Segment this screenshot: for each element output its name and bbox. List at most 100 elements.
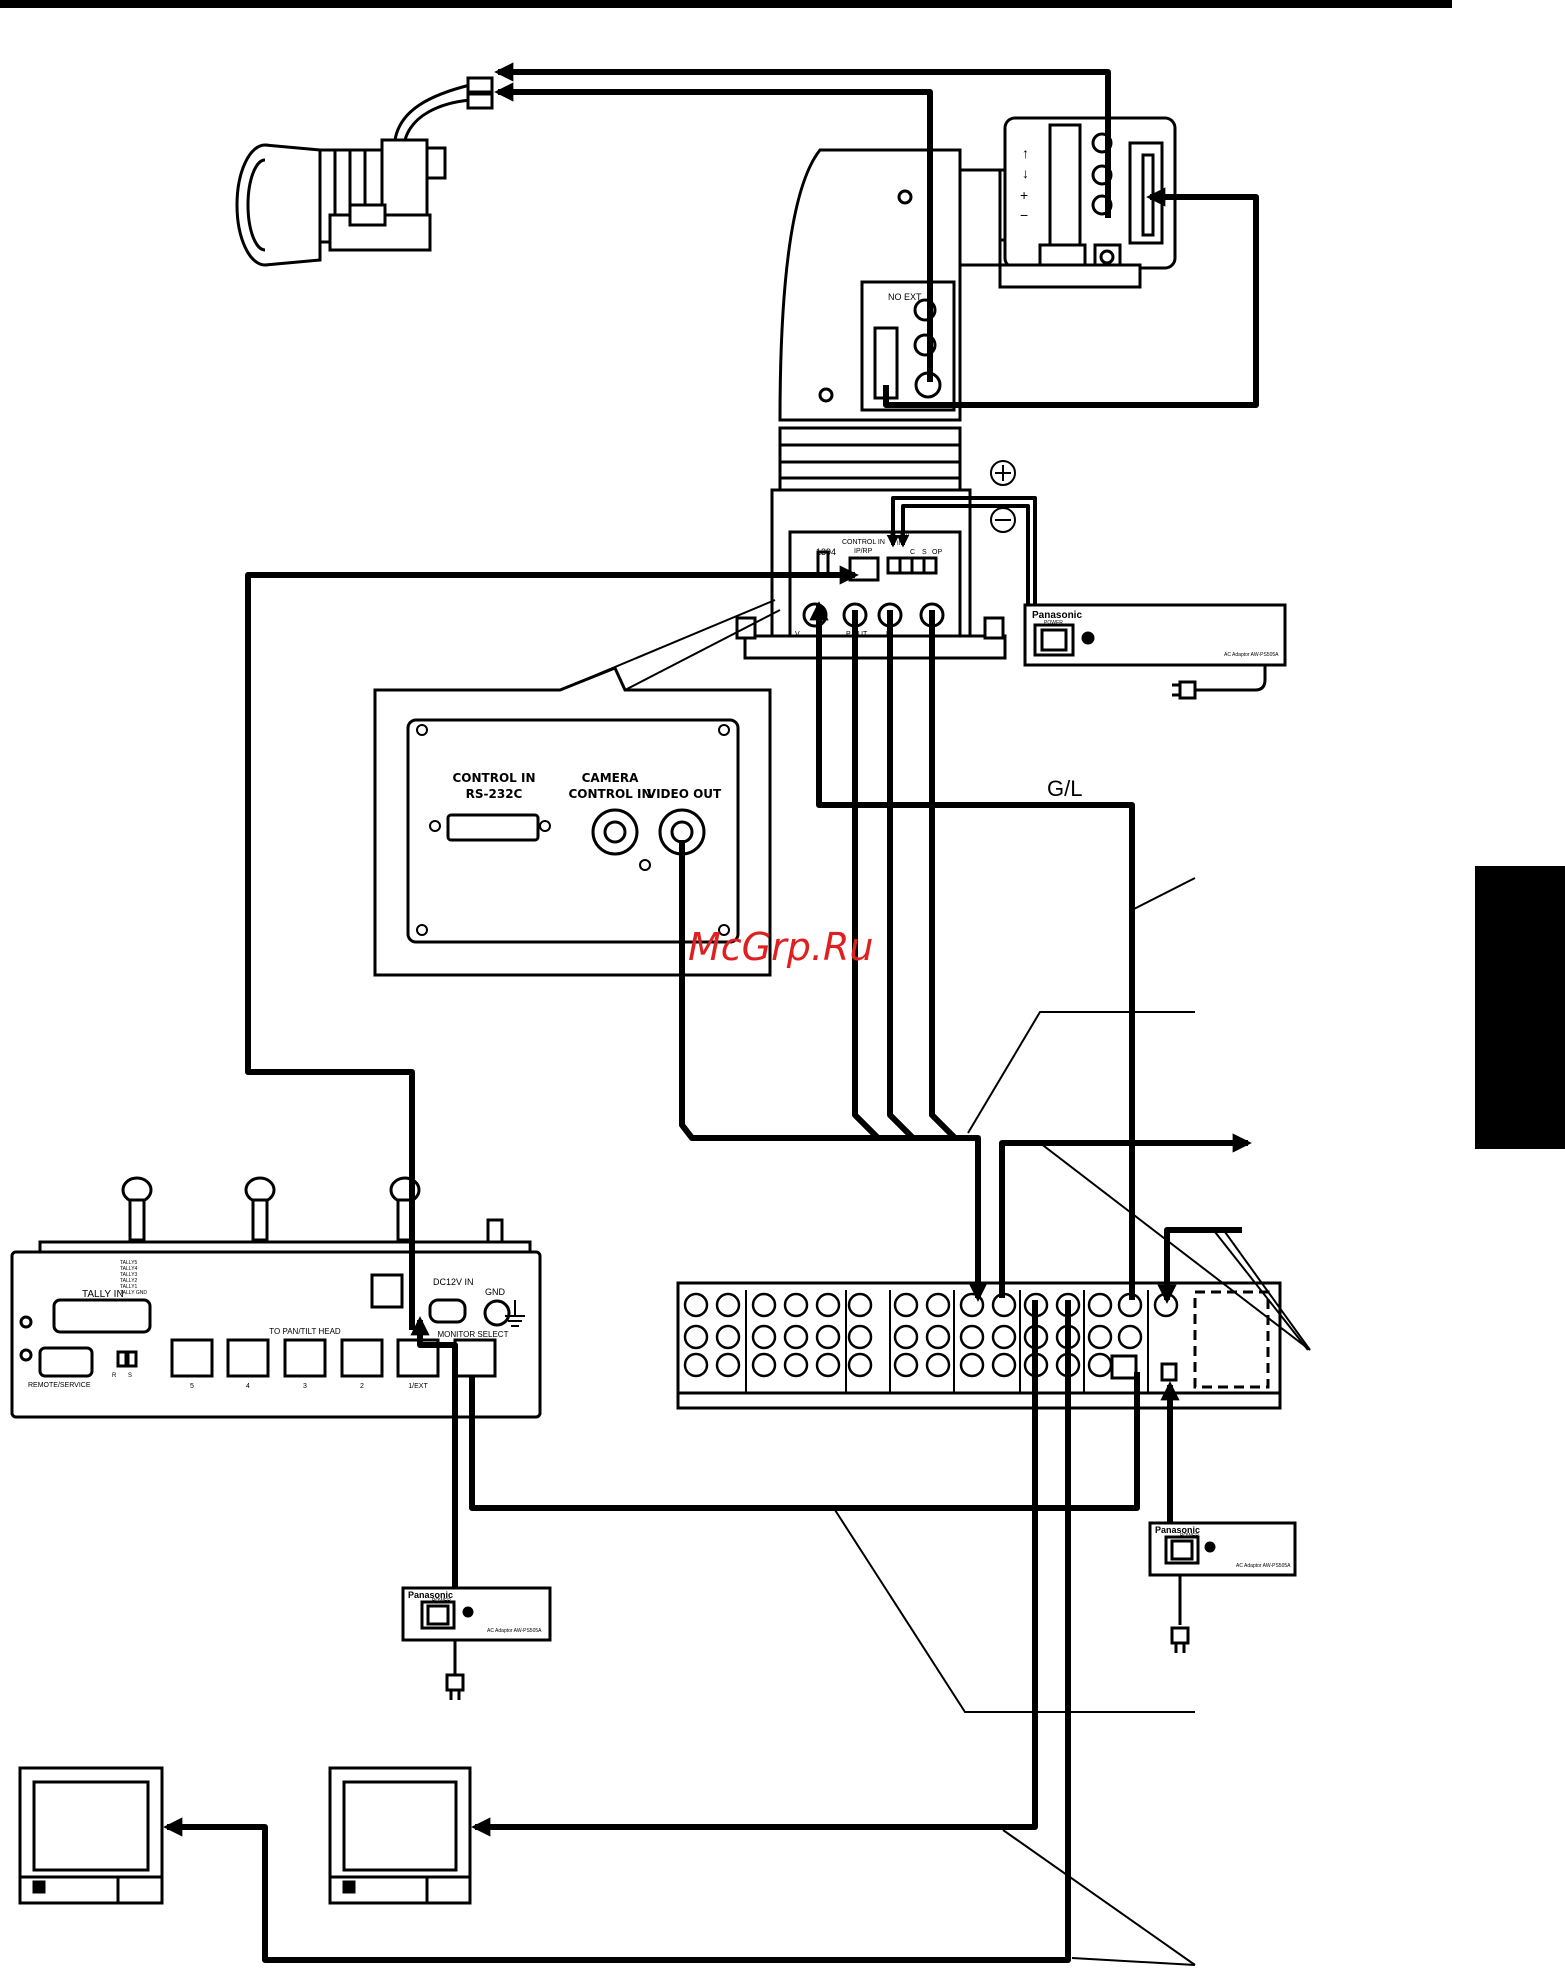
adapter-controller-brand: Panasonic xyxy=(408,1590,453,1600)
plus-symbol-icon xyxy=(990,460,1016,486)
adapter-top-power: POWER xyxy=(1044,620,1063,626)
port-2-label: 2 xyxy=(360,1383,364,1390)
tally-line-4: TALLY2 xyxy=(120,1278,138,1284)
switcher-jack xyxy=(847,1292,873,1318)
cable-dc-minus xyxy=(896,504,1030,605)
gnd-label: GND xyxy=(485,1287,506,1297)
cable-controller-dc xyxy=(410,1316,458,1588)
cable-bnc-2 xyxy=(852,610,881,1141)
remote-service-label: REMOTE/SERVICE xyxy=(28,1382,91,1389)
cable-lens-2 xyxy=(494,82,933,382)
switcher-jack xyxy=(683,1324,709,1350)
ground-symbol-icon xyxy=(505,1300,525,1327)
tally-line-3: TALLY3 xyxy=(120,1272,138,1278)
tally-line-2: TALLY4 xyxy=(120,1266,138,1272)
adapter-switcher-power: POWER xyxy=(1180,1533,1199,1539)
monitor-left xyxy=(18,1766,164,1905)
inset-camera-label: CAMERA xyxy=(582,771,639,785)
cable-monitor-select xyxy=(469,1372,1140,1511)
switcher-jack xyxy=(1087,1324,1113,1350)
inset-camera-control-in-label: CONTROL IN xyxy=(568,787,651,801)
switcher-jack xyxy=(751,1352,777,1378)
screw-icon xyxy=(416,724,730,936)
switcher-jack xyxy=(715,1324,741,1350)
tally-line-5: TALLY1 xyxy=(120,1284,138,1290)
tally-line-6: TALLY GND xyxy=(120,1290,147,1296)
cable-dc-plus xyxy=(886,496,1037,605)
cable-control-in xyxy=(245,565,859,1330)
switcher-jack xyxy=(715,1352,741,1378)
inset-control-in-label: CONTROL IN xyxy=(452,771,535,785)
switcher-jack xyxy=(783,1324,809,1350)
power-plug-icon xyxy=(1170,1626,1190,1653)
cable-switcher-out xyxy=(999,1133,1252,1298)
switcher-jack xyxy=(925,1292,951,1318)
cable-gl xyxy=(809,601,1135,1300)
camera-mark-up: ↑ xyxy=(1022,145,1029,161)
tally-in-label: TALLY IN xyxy=(82,1289,124,1300)
camera-mark-down: ↓ xyxy=(1022,165,1029,181)
switcher-jack xyxy=(715,1292,741,1318)
minus-symbol-icon xyxy=(990,507,1016,533)
switcher-jack xyxy=(815,1292,841,1318)
cable-bnc-3 xyxy=(887,610,916,1141)
switcher-jack xyxy=(815,1324,841,1350)
inset-labels: CONTROL IN RS-232C CAMERA CONTROL IN VID… xyxy=(452,771,722,801)
leader-lines xyxy=(834,877,1311,1966)
switcher-jack xyxy=(925,1324,951,1350)
switcher-jack xyxy=(783,1352,809,1378)
switcher-jack xyxy=(683,1352,709,1378)
switcher-jacks xyxy=(683,1290,1179,1393)
switcher-jack xyxy=(893,1292,919,1318)
cable-label-gl: G/L xyxy=(1047,776,1082,801)
cable-video-out xyxy=(679,840,988,1302)
monitor-select-label: MONITOR SELECT xyxy=(438,1330,509,1339)
switcher-jack xyxy=(991,1324,1017,1350)
cable-monitor-right xyxy=(471,1300,1038,1837)
to-pan-tilt-head-label: TO PAN/TILT HEAD xyxy=(269,1327,341,1336)
ac-adapter-top xyxy=(1023,603,1287,700)
joystick-icon xyxy=(121,1176,421,1242)
adapter-controller-power: POWER xyxy=(432,1598,451,1604)
ac-adapter-switcher xyxy=(1148,1521,1297,1653)
pan-tilt-base xyxy=(735,426,1007,660)
terminal-s-label: S xyxy=(922,549,927,556)
pan-tilt-upper-arm xyxy=(778,148,1002,422)
control-in-bottom-label: IP/RP xyxy=(854,548,873,555)
switcher-jack xyxy=(925,1352,951,1378)
switcher-jack xyxy=(893,1352,919,1378)
dc12v-in-label: DC12V IN xyxy=(433,1277,474,1287)
control-in-top-label: CONTROL IN xyxy=(842,539,885,546)
switcher-jack xyxy=(847,1352,873,1378)
port-1-ext-label: 1/EXT xyxy=(408,1383,428,1390)
adapter-switcher-brand: Panasonic xyxy=(1155,1525,1200,1535)
adapter-switcher-model: AC Adaptor AW-PS505A xyxy=(1236,1563,1291,1569)
terminal-c-label: C xyxy=(910,549,915,556)
controller-labels: TALLY IN TALLY5 TALLY4 TALLY3 TALLY2 TAL… xyxy=(28,1260,509,1390)
switcher-jack xyxy=(815,1352,841,1378)
switcher-jack xyxy=(683,1292,709,1318)
camera-mark-plus: + xyxy=(1020,187,1028,203)
port-1394-label: 1394 xyxy=(816,547,836,557)
inset-rs232c-label: RS-232C xyxy=(466,787,523,801)
switcher-jack xyxy=(1087,1352,1113,1378)
camera-marks: ↑ ↓ + − xyxy=(1020,145,1029,223)
switcher-jack xyxy=(959,1324,985,1350)
port-5-label: 5 xyxy=(190,1383,194,1390)
port-3-label: 3 xyxy=(303,1383,307,1390)
switcher-jack xyxy=(1117,1324,1143,1350)
cable-switcher-in xyxy=(1157,1227,1242,1304)
switcher-jack xyxy=(991,1352,1017,1378)
side-tab xyxy=(1475,866,1565,1149)
cable-lens-1 xyxy=(494,62,1111,218)
switcher-jack xyxy=(959,1352,985,1378)
adapter-controller-model: AC Adaptor AW-PS505A xyxy=(487,1628,542,1634)
tally-line-1: TALLY5 xyxy=(120,1260,138,1266)
switcher-jack xyxy=(751,1324,777,1350)
cable-monitor-left xyxy=(163,1300,1071,1963)
power-plug-icon xyxy=(445,1673,465,1700)
top-rule xyxy=(0,0,1452,8)
watermark: McGrp.Ru xyxy=(688,925,873,969)
port-ext-label: NO EXT xyxy=(888,292,922,302)
